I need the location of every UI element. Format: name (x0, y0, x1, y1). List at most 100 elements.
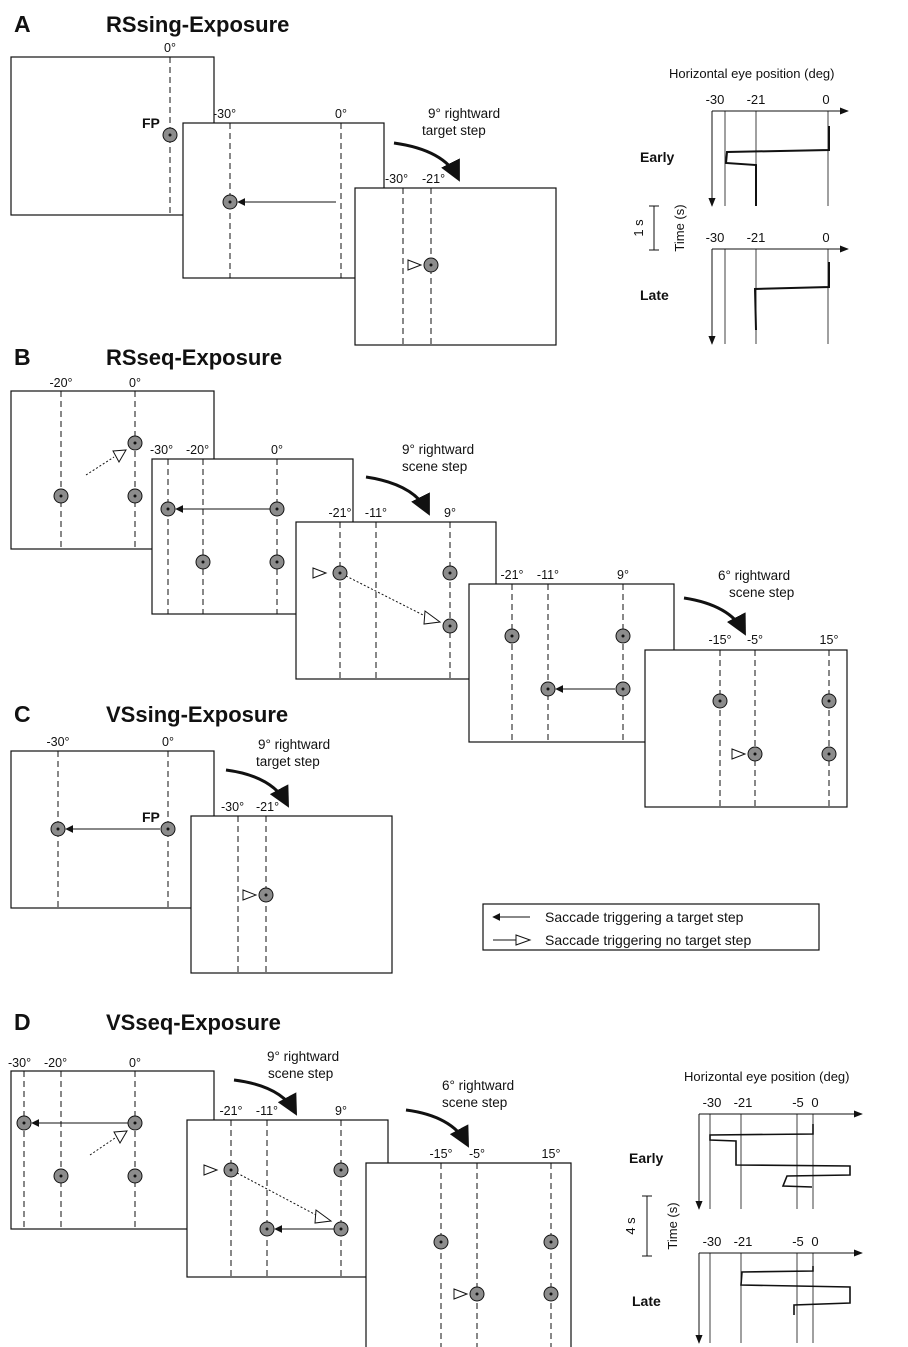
eye-trace-early (724, 126, 830, 206)
step-text: 6° rightward (718, 568, 790, 583)
target (269, 554, 285, 570)
panel-b-frame-3: -21° -11° 9° (295, 506, 497, 680)
axis-tick: -30 (703, 1234, 722, 1249)
deg-label: -30° (150, 443, 173, 457)
panel-b-title: RSseq-Exposure (106, 345, 282, 370)
panel-d-frame-2: -21° -11° 9° (186, 1104, 389, 1278)
eye-plot-a: Horizontal eye position (deg) -30 -21 0 … (631, 66, 849, 345)
eye-trace-late (740, 1266, 851, 1315)
target (16, 1115, 32, 1131)
panel-a-title: RSsing-Exposure (106, 12, 289, 37)
deg-label: 9° (444, 506, 456, 520)
target (469, 1286, 485, 1302)
row-label-early: Early (640, 149, 674, 165)
fp-label: FP (142, 809, 160, 825)
deg-label: -21° (328, 506, 351, 520)
target (258, 887, 274, 903)
target (222, 194, 238, 210)
deg-label: -11° (256, 1104, 278, 1118)
panel-a-frame-1: 0° FP (10, 41, 215, 216)
deg-label: 0° (164, 41, 176, 55)
time-scale-label: 4 s (623, 1217, 638, 1235)
step-text: 9° rightward (428, 106, 500, 121)
target (821, 693, 837, 709)
row-label-early: Early (629, 1150, 663, 1166)
axis-tick: -21 (734, 1234, 753, 1249)
deg-label: 15° (820, 633, 839, 647)
target (615, 681, 631, 697)
row-label-late: Late (640, 287, 669, 303)
deg-label: -30° (221, 800, 244, 814)
target (160, 501, 176, 517)
deg-label: -21° (422, 172, 445, 186)
target (53, 488, 69, 504)
target (50, 821, 66, 837)
target (223, 1162, 239, 1178)
deg-label: -11° (365, 506, 387, 520)
target (127, 1115, 143, 1131)
step-curve-arrow (405, 1108, 469, 1148)
step-text: scene step (729, 585, 794, 600)
saccade-arrow-open (407, 259, 423, 271)
eye-plot-title: Horizontal eye position (deg) (684, 1069, 849, 1084)
saccade-arrow-open (423, 610, 442, 625)
deg-label: -30° (385, 172, 408, 186)
saccade-arrow-open (113, 1130, 128, 1145)
target (127, 488, 143, 504)
deg-label: -5° (747, 633, 763, 647)
target (543, 1234, 559, 1250)
eye-trace-late (753, 262, 830, 331)
axis-tick: 0 (811, 1234, 818, 1249)
target (615, 628, 631, 644)
step-text: 9° rightward (258, 737, 330, 752)
step-curve-arrow (683, 596, 746, 636)
saccade-arrow-open (453, 1288, 469, 1300)
step-text: scene step (442, 1095, 507, 1110)
legend-open-label: Saccade triggering no target step (545, 932, 751, 948)
panel-b-frame-4: -21° -11° 9° (468, 568, 675, 743)
target (195, 554, 211, 570)
step-curve-arrow (225, 768, 289, 808)
legend-open-arrow (515, 934, 532, 946)
saccade-arrow-open (312, 567, 328, 579)
target (540, 681, 556, 697)
panel-c-frame-1: -30° 0° FP (10, 735, 215, 909)
deg-label: -30° (46, 735, 69, 749)
saccade-arrow-open (242, 889, 258, 901)
saccade-arrow-open (314, 1209, 333, 1224)
target (127, 1168, 143, 1184)
deg-label: -30° (213, 107, 236, 121)
eye-plot-title: Horizontal eye position (deg) (669, 66, 834, 81)
step-text: 9° rightward (267, 1049, 339, 1064)
eye-plot-d: Horizontal eye position (deg) -30 -21 -5… (623, 1069, 863, 1344)
step-text: 9° rightward (402, 442, 474, 457)
step-text: 6° rightward (442, 1078, 514, 1093)
target (712, 693, 728, 709)
target (333, 1162, 349, 1178)
step-curve-arrow (393, 141, 460, 182)
time-axis-label: Time (s) (672, 204, 687, 251)
step-text: target step (256, 754, 320, 769)
target (442, 618, 458, 634)
eye-trace-early (709, 1124, 851, 1188)
fixation-target (162, 127, 178, 143)
axis-tick: 0 (822, 92, 829, 107)
axis-tick: -21 (734, 1095, 753, 1110)
target (442, 565, 458, 581)
panel-d-title: VSseq-Exposure (106, 1010, 281, 1035)
step-text: scene step (402, 459, 467, 474)
deg-label: -20° (44, 1056, 67, 1070)
panel-b-frame-5: -15° -5° 15° (644, 633, 848, 808)
axis-tick: -5 (792, 1095, 804, 1110)
panel-c-frame-2: -30° -21° (190, 800, 393, 974)
panel-b-label: B (14, 344, 31, 370)
deg-label: 0° (129, 1056, 141, 1070)
deg-label: -21° (256, 800, 279, 814)
panel-d-frame-1: -30° -20° 0° (8, 1056, 215, 1230)
axis-tick: 0 (822, 230, 829, 245)
target (423, 257, 439, 273)
panel-d-frame-3: -15° -5° 15° (365, 1147, 572, 1347)
axis-tick: -21 (747, 92, 766, 107)
axis-tick: -21 (747, 230, 766, 245)
deg-label: -5° (469, 1147, 485, 1161)
